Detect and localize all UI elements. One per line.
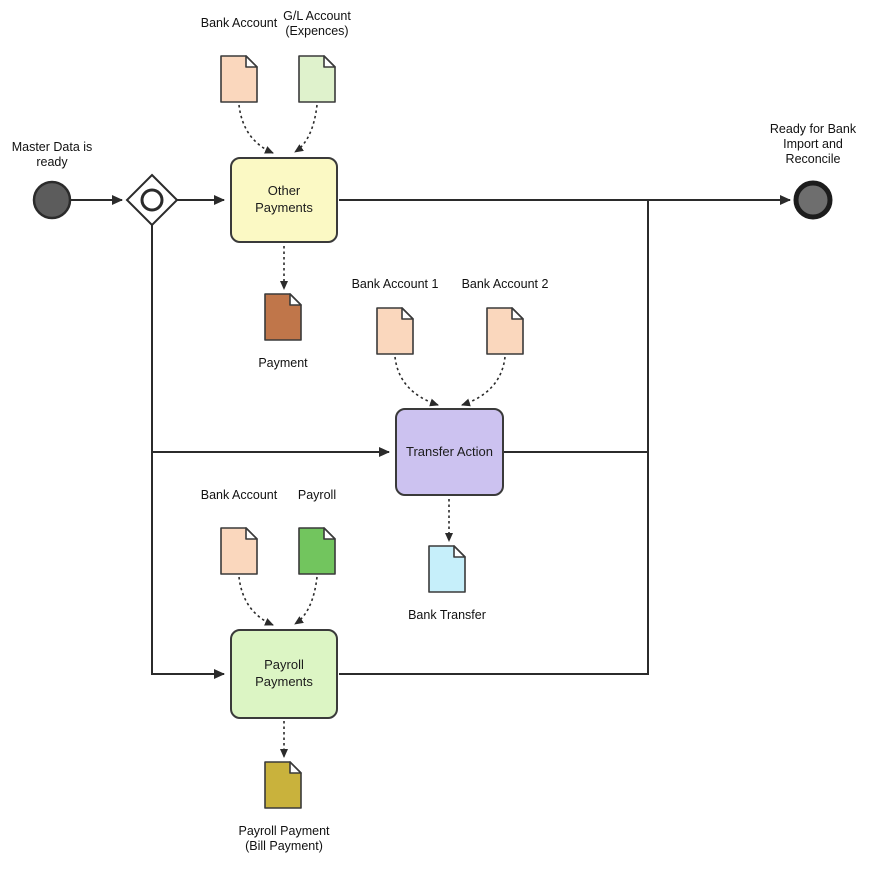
label-bank-account-2: Bank Account 2 <box>461 277 549 291</box>
document-bank-account-1-icon <box>376 307 414 355</box>
label-payroll-payment: Payroll Payment (Bill Payment) <box>238 824 330 853</box>
end-event <box>793 180 833 220</box>
flow-payroll-payments-merge <box>339 452 649 675</box>
task-payroll-payments: Payroll Payments <box>230 629 338 719</box>
assoc-bank-account-to-other-payments <box>238 104 274 154</box>
assoc-gl-account-to-other-payments <box>294 104 318 153</box>
label-start-event: Master Data is ready <box>11 140 93 169</box>
label-bank-account-top: Bank Account <box>200 16 278 30</box>
start-event <box>32 180 72 220</box>
task-transfer-action: Transfer Action <box>395 408 504 496</box>
assoc-payroll-to-payroll-payments <box>294 576 318 625</box>
inclusive-gateway <box>125 173 179 227</box>
assoc-bank-account-2-to-transfer-action <box>461 356 506 407</box>
document-gl-account-icon <box>298 55 336 103</box>
label-bank-transfer: Bank Transfer <box>408 608 486 622</box>
label-payroll: Payroll <box>297 488 337 502</box>
label-end-event: Ready for Bank Import and Reconcile <box>769 122 857 166</box>
flow-gateway-to-payroll-payments <box>151 452 225 679</box>
label-bank-account-lower: Bank Account <box>200 488 278 502</box>
flow-transfer-action-merge <box>504 200 649 453</box>
document-payment-icon <box>264 293 302 341</box>
assoc-bank-account-1-to-transfer-action <box>394 356 439 407</box>
inclusive-gateway-circle <box>140 188 164 212</box>
document-bank-account-top-icon <box>220 55 258 103</box>
assoc-bank-account-to-payroll-payments <box>238 576 274 626</box>
document-payroll-payment-icon <box>264 761 302 809</box>
document-payroll-icon <box>298 527 336 575</box>
label-gl-account: G/L Account (Expences) <box>283 9 351 38</box>
document-bank-account-lower-icon <box>220 527 258 575</box>
label-bank-account-1: Bank Account 1 <box>351 277 439 291</box>
document-bank-account-2-icon <box>486 307 524 355</box>
document-bank-transfer-icon <box>428 545 466 593</box>
task-other-payments: Other Payments <box>230 157 338 243</box>
label-payment: Payment <box>258 356 308 370</box>
